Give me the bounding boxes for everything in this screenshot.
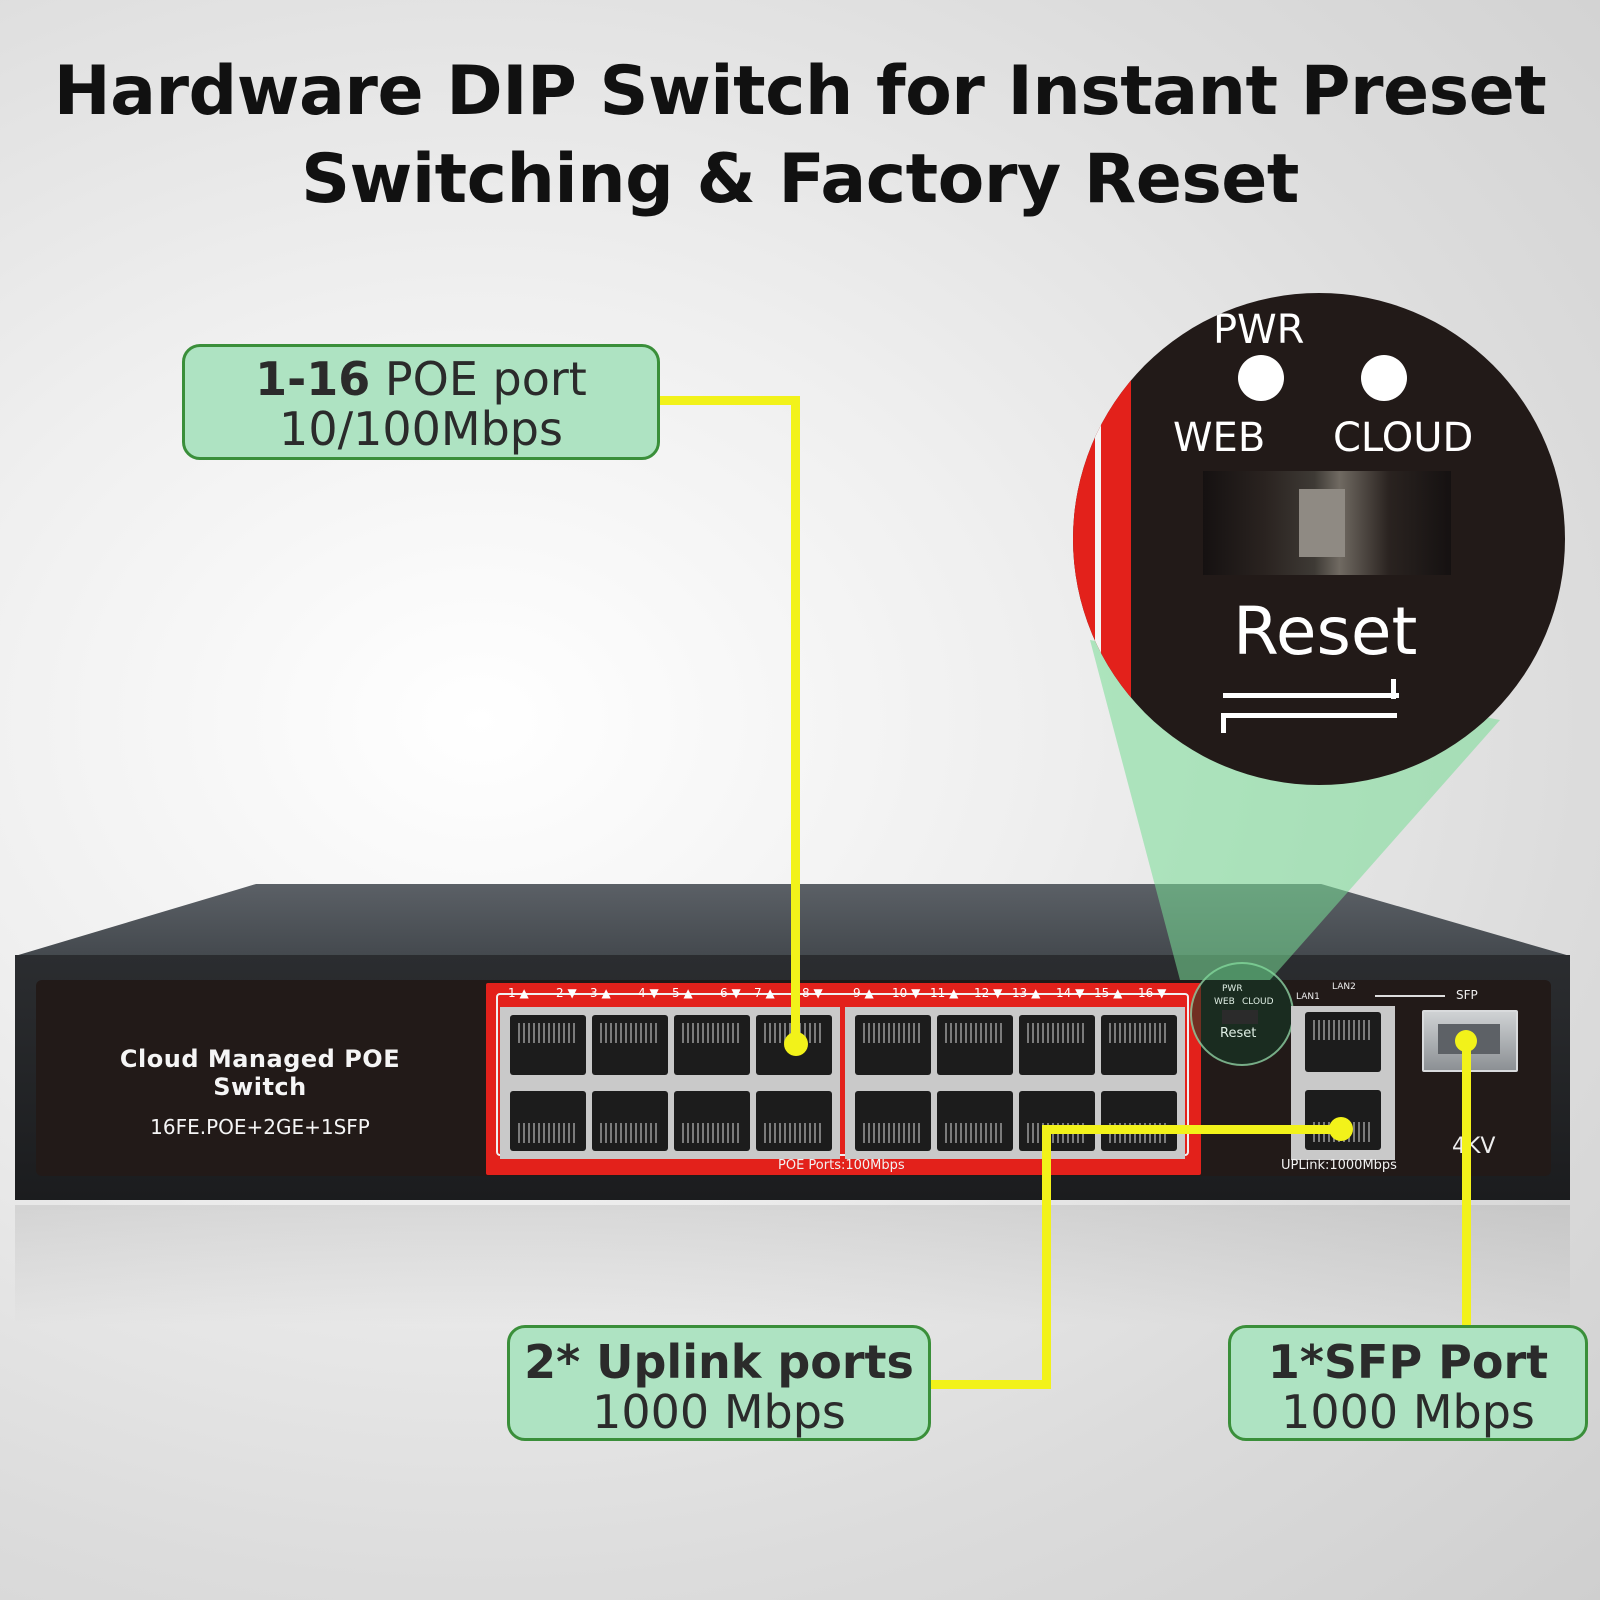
- port-number-label: 15 ▲: [1094, 986, 1123, 1000]
- poe-port-11: [937, 1015, 1013, 1075]
- port-number-label: 9 ▲: [853, 986, 874, 1000]
- switch-reflection: [15, 1205, 1570, 1325]
- sfp-label-rule: [1375, 995, 1445, 997]
- sfp-callout-speed: 1000 Mbps: [1281, 1385, 1535, 1439]
- uplink-callout-speed: 1000 Mbps: [592, 1385, 846, 1439]
- port-number-label: 3 ▲: [590, 986, 611, 1000]
- port-number-label: 12 ▼: [974, 986, 1003, 1000]
- uplink-callout: 2* Uplink ports 1000 Mbps: [507, 1325, 931, 1441]
- poe-port-2: [510, 1091, 586, 1151]
- poe-callout-label: POE port: [370, 352, 587, 406]
- zoom-reset-label: Reset: [1233, 593, 1418, 670]
- uplink-leader-vertical: [1042, 1125, 1051, 1389]
- poe-ports-caption: POE Ports:100Mbps: [778, 1158, 905, 1173]
- reset-arrow-left-head: [1221, 713, 1226, 733]
- zoom-cloud-label: CLOUD: [1333, 415, 1474, 461]
- port-number-label: 6 ▼: [720, 986, 741, 1000]
- device-model: 16FE.POE+2GE+1SFP: [150, 1115, 370, 1139]
- sfp-label: SFP: [1456, 988, 1478, 1002]
- uplink-port-lan1: [1305, 1012, 1381, 1072]
- poe-port-4: [592, 1091, 668, 1151]
- dip-switch-zoom: PWR WEB CLOUD Reset: [1073, 293, 1565, 785]
- mini-cloud-label: CLOUD: [1242, 997, 1274, 1007]
- uplink-callout-title: 2* Uplink ports: [524, 1335, 914, 1389]
- poe-port-panel: 1 ▲ 2 ▼ 3 ▲ 4 ▼ 5 ▲ 6 ▼ 7 ▲ 8 ▼ 9 ▲ 10 ▼…: [486, 983, 1201, 1175]
- zoom-red-edge: [1073, 293, 1131, 785]
- reset-arrow-right-head: [1391, 679, 1396, 699]
- port-number-label: 16 ▼: [1138, 986, 1167, 1000]
- uplink-leader-top: [1042, 1125, 1342, 1134]
- port-number-label: 13 ▲: [1012, 986, 1041, 1000]
- poe-port-9: [855, 1015, 931, 1075]
- zoom-pwr-label: PWR: [1213, 307, 1305, 353]
- poe-bank-right: [845, 1007, 1185, 1159]
- sfp-callout: 1*SFP Port 1000 Mbps: [1228, 1325, 1588, 1441]
- zoom-web-label: WEB: [1173, 415, 1266, 461]
- sfp-leader-dot: [1455, 1030, 1477, 1052]
- uplink-leader-dot: [1329, 1117, 1353, 1141]
- poe-port-3: [592, 1015, 668, 1075]
- poe-bank-left: [500, 1007, 840, 1159]
- port-number-label: 2 ▼: [556, 986, 577, 1000]
- lan1-label: LAN1: [1296, 992, 1320, 1002]
- poe-port-10: [855, 1091, 931, 1151]
- device-name: Cloud Managed POE Switch: [119, 1045, 401, 1101]
- uplink-caption: UPLink:1000Mbps: [1281, 1158, 1397, 1173]
- port-number-label: 5 ▲: [672, 986, 693, 1000]
- poe-port-13: [1019, 1015, 1095, 1075]
- port-number-label: 1 ▲: [508, 986, 529, 1000]
- poe-port-8: [756, 1091, 832, 1151]
- uplink-leader-bottom: [929, 1380, 1051, 1389]
- port-number-label: 7 ▲: [754, 986, 775, 1000]
- poe-leader-vertical: [791, 396, 800, 1042]
- device-branding: Cloud Managed POE Switch 16FE.POE+2GE+1S…: [70, 1045, 450, 1139]
- poe-leader-horizontal: [658, 396, 796, 405]
- surge-protection-label: 4KV: [1452, 1134, 1496, 1159]
- poe-port-6: [674, 1091, 750, 1151]
- sfp-leader-vertical: [1462, 1040, 1471, 1328]
- poe-leader-dot: [784, 1032, 808, 1056]
- web-led: [1238, 355, 1284, 401]
- mini-dip-switch: [1222, 1010, 1258, 1024]
- lan2-label: LAN2: [1332, 982, 1356, 992]
- poe-port-15: [1101, 1015, 1177, 1075]
- mini-reset-label: Reset: [1220, 1026, 1257, 1041]
- uplink-port-bank: [1291, 1006, 1395, 1160]
- poe-panel-frame: [496, 993, 1189, 1156]
- poe-port-5: [674, 1015, 750, 1075]
- poe-callout: 1-16 POE port 10/100Mbps: [182, 344, 660, 460]
- poe-callout-speed: 10/100Mbps: [279, 402, 563, 456]
- poe-port-16: [1101, 1091, 1177, 1151]
- poe-port-1: [510, 1015, 586, 1075]
- dip-switch: [1203, 471, 1451, 575]
- cloud-led: [1361, 355, 1407, 401]
- headline-line-2: Switching & Factory Reset: [301, 140, 1299, 219]
- sfp-callout-title: 1*SFP Port: [1267, 1335, 1549, 1389]
- port-number-label: 14 ▼: [1056, 986, 1085, 1000]
- poe-port-12: [937, 1091, 1013, 1151]
- headline: Hardware DIP Switch for Instant Preset S…: [0, 48, 1600, 224]
- headline-line-1: Hardware DIP Switch for Instant Preset: [53, 52, 1547, 131]
- reset-arrow-left: [1221, 713, 1397, 718]
- reset-arrow-right: [1223, 693, 1399, 698]
- port-number-label: 8 ▼: [802, 986, 823, 1000]
- poe-port-14: [1019, 1091, 1095, 1151]
- mini-web-label: WEB: [1214, 997, 1235, 1007]
- port-number-label: 11 ▲: [930, 986, 959, 1000]
- mini-pwr-label: PWR: [1222, 984, 1243, 994]
- dip-switch-knob: [1299, 489, 1345, 557]
- poe-callout-range: 1-16: [255, 352, 371, 406]
- port-number-label: 4 ▼: [638, 986, 659, 1000]
- port-number-label: 10 ▼: [892, 986, 921, 1000]
